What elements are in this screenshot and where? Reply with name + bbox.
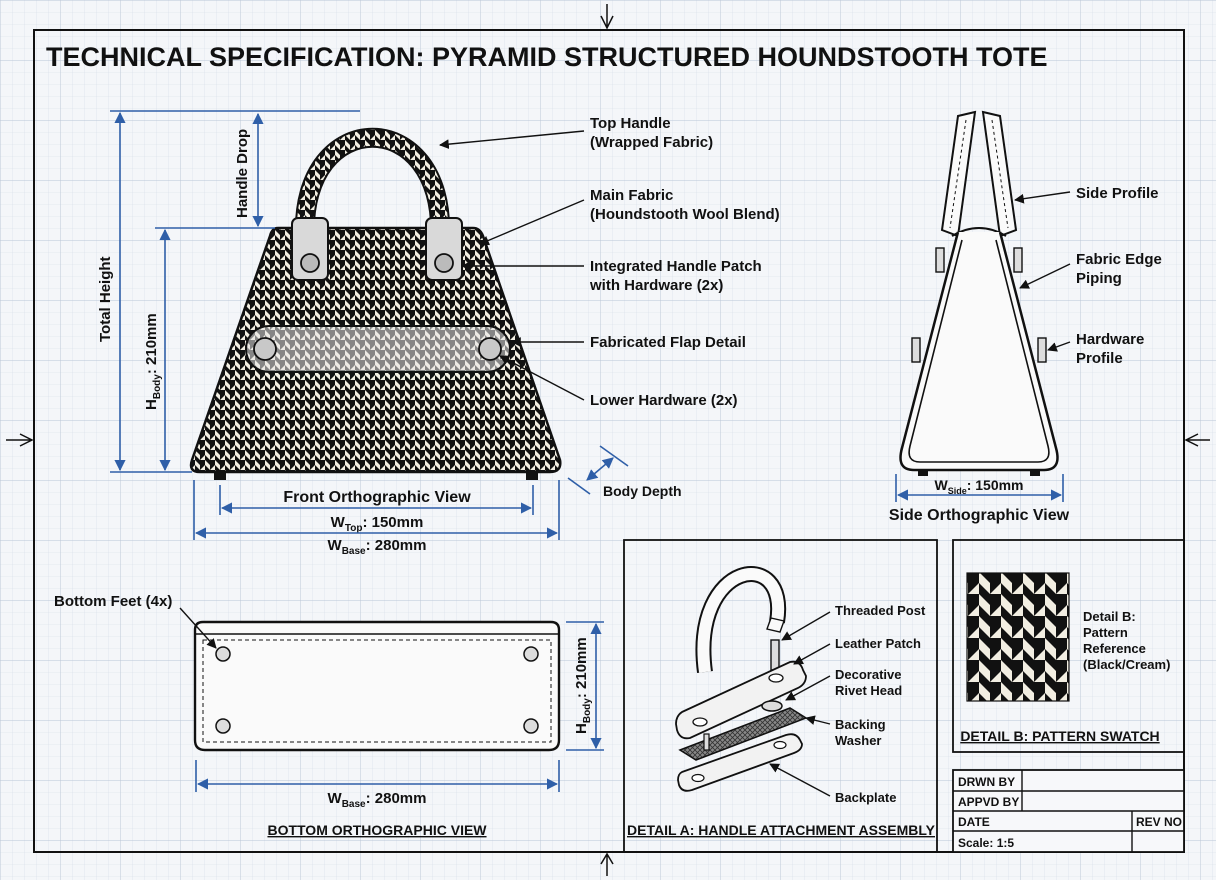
handle-drop-label: Handle Drop <box>234 129 251 218</box>
svg-text:Washer: Washer <box>835 733 881 748</box>
pattern-swatch <box>966 572 1070 702</box>
registration-marks <box>6 4 1210 876</box>
svg-text:(Black/Cream): (Black/Cream) <box>1083 657 1170 672</box>
detail-b-label: DETAIL B: PATTERN SWATCH <box>960 728 1159 744</box>
svg-text:Rivet Head: Rivet Head <box>835 683 902 698</box>
svg-text:(Houndstooth Wool Blend): (Houndstooth Wool Blend) <box>590 206 780 223</box>
svg-text:DRWN BY: DRWN BY <box>958 775 1015 789</box>
bottom-view: Bottom Feet (4x) WBase: 280mm HBody: 210… <box>54 593 604 838</box>
svg-text:Integrated Handle Patch: Integrated Handle Patch <box>590 258 762 275</box>
svg-text:with Hardware (2x): with Hardware (2x) <box>589 277 723 294</box>
svg-text:Pattern: Pattern <box>1083 625 1128 640</box>
svg-text:Hardware: Hardware <box>1076 331 1144 348</box>
svg-text:Fabric Edge: Fabric Edge <box>1076 251 1162 268</box>
side-body <box>899 231 1059 472</box>
svg-text:Decorative: Decorative <box>835 667 901 682</box>
body-depth-label: Body Depth <box>603 483 682 499</box>
svg-text:Backplate: Backplate <box>835 790 896 805</box>
svg-text:Detail B:: Detail B: <box>1083 609 1136 624</box>
svg-text:Lower Hardware (2x): Lower Hardware (2x) <box>590 392 738 409</box>
svg-text:Backing: Backing <box>835 717 886 732</box>
lower-hardware-left <box>253 337 277 361</box>
bottom-view-label: BOTTOM ORTHOGRAPHIC VIEW <box>267 822 487 838</box>
svg-text:Side Profile: Side Profile <box>1076 185 1159 202</box>
front-view-label: Front Orthographic View <box>283 489 471 506</box>
detail-a-label: DETAIL A: HANDLE ATTACHMENT ASSEMBLY <box>627 822 936 838</box>
svg-text:DATE: DATE <box>958 815 990 829</box>
svg-text:APPVD BY: APPVD BY <box>958 795 1019 809</box>
sheet-border <box>33 29 1185 853</box>
bottom-h-body-label: HBody: 210mm <box>573 637 593 734</box>
title-block: DRWN BY APPVD BY DATE REV NO Scale: 1:5 <box>952 769 1185 853</box>
front-view: Total Height Handle Drop HBody: 210mm Fr… <box>97 110 682 557</box>
svg-text:Scale: 1:5: Scale: 1:5 <box>958 836 1014 850</box>
front-callouts: Top Handle (Wrapped Fabric) Main Fabric … <box>439 115 780 409</box>
svg-text:Bottom Feet (4x): Bottom Feet (4x) <box>54 593 172 610</box>
bottom-w-base-label: WBase: 280mm <box>328 790 427 810</box>
svg-text:Main Fabric: Main Fabric <box>590 187 673 204</box>
flap-detail <box>245 325 511 373</box>
svg-text:Reference: Reference <box>1083 641 1146 656</box>
svg-text:Profile: Profile <box>1076 350 1123 367</box>
svg-text:Top Handle: Top Handle <box>590 115 671 132</box>
handle-patch-left <box>291 217 329 281</box>
svg-text:Leather Patch: Leather Patch <box>835 636 921 651</box>
lower-hardware-right <box>478 337 502 361</box>
page-title: TECHNICAL SPECIFICATION: PYRAMID STRUCTU… <box>46 42 1048 72</box>
side-view-label: Side Orthographic View <box>889 507 1070 524</box>
svg-text:(Wrapped Fabric): (Wrapped Fabric) <box>590 134 713 151</box>
detail-b: Detail B: Pattern Reference (Black/Cream… <box>952 539 1185 753</box>
svg-text:Threaded Post: Threaded Post <box>835 603 926 618</box>
svg-text:REV NO: REV NO <box>1136 815 1182 829</box>
detail-a: Threaded Post Leather Patch Decorative R… <box>623 539 938 853</box>
handle-patch-right <box>425 217 463 281</box>
h-body-label: HBody: 210mm <box>143 313 163 410</box>
svg-text:Fabricated Flap Detail: Fabricated Flap Detail <box>590 334 746 351</box>
svg-text:Piping: Piping <box>1076 270 1122 287</box>
w-base-label: WBase: 280mm <box>328 537 427 557</box>
side-view: Side Profile Fabric Edge Piping Hardware… <box>889 110 1162 524</box>
w-side-label: WSide: 150mm <box>934 477 1023 496</box>
total-height-label: Total Height <box>97 256 114 342</box>
